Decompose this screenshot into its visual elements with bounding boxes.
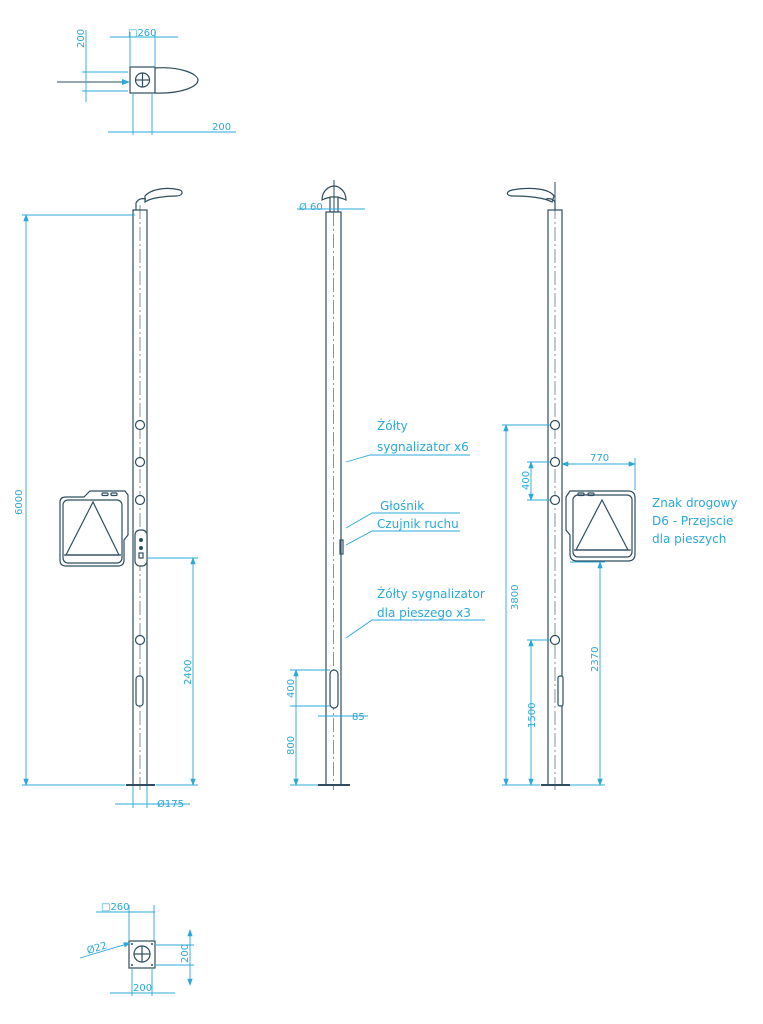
head-diameter-dim: Ø 60	[299, 201, 323, 213]
sign-label-2: D6 - Przejscie	[652, 514, 733, 528]
oval-height-dim: 400	[286, 679, 297, 698]
sign-label-1: Znak drogowy	[652, 496, 737, 510]
top-plan-view: □260 200 200	[57, 28, 236, 135]
sign-offset-dim: 770	[590, 453, 609, 464]
bottom-height-dim: 200	[180, 944, 191, 963]
signals-height-dim: 3800	[510, 585, 521, 610]
bolt-diameter-dim: Ø22	[85, 939, 108, 957]
label-yellow-signal-2: sygnalizator x6	[377, 440, 469, 454]
spacing-dim: 400	[521, 471, 532, 490]
label-ped-signal-1: Żółty sygnalizator	[377, 586, 485, 601]
base-diameter-dim: Ø175	[157, 798, 184, 810]
label-ped-signal-2: dla pieszego x3	[377, 606, 471, 620]
pole-left-view: 6000 2400 Ø175	[14, 187, 198, 810]
bottom-width-dim: 200	[133, 983, 152, 994]
oval-width-dim: 85	[352, 712, 365, 723]
bottom-square-dim: □260	[101, 902, 130, 913]
pole-middle-view: Ø 60 400 800 85 Żółty sygnalizator x6 Gł…	[286, 180, 485, 790]
top-plan-height-dim: 200	[76, 29, 87, 48]
bottom-plan-view: □260 Ø22 200 200	[79, 902, 194, 996]
oval-base-dim: 800	[286, 736, 297, 755]
sign-height-dim: 2400	[183, 660, 194, 685]
label-motion-sensor: Czujnik ruchu	[377, 517, 459, 531]
total-height-dim: 6000	[14, 490, 25, 515]
pole-right-view: 3800 400 1500 2370 770 Znak drogowy D6 -…	[502, 182, 737, 790]
top-plan-square-dim: □260	[128, 28, 157, 39]
sign-bottom-dim: 2370	[590, 647, 601, 672]
sign-label-3: dla pieszych	[652, 532, 726, 546]
label-speaker: Głośnik	[380, 499, 424, 513]
lower-signal-dim: 1500	[527, 703, 538, 728]
label-yellow-signal-1: Żółty	[377, 418, 408, 433]
top-plan-offset-dim: 200	[212, 122, 231, 133]
